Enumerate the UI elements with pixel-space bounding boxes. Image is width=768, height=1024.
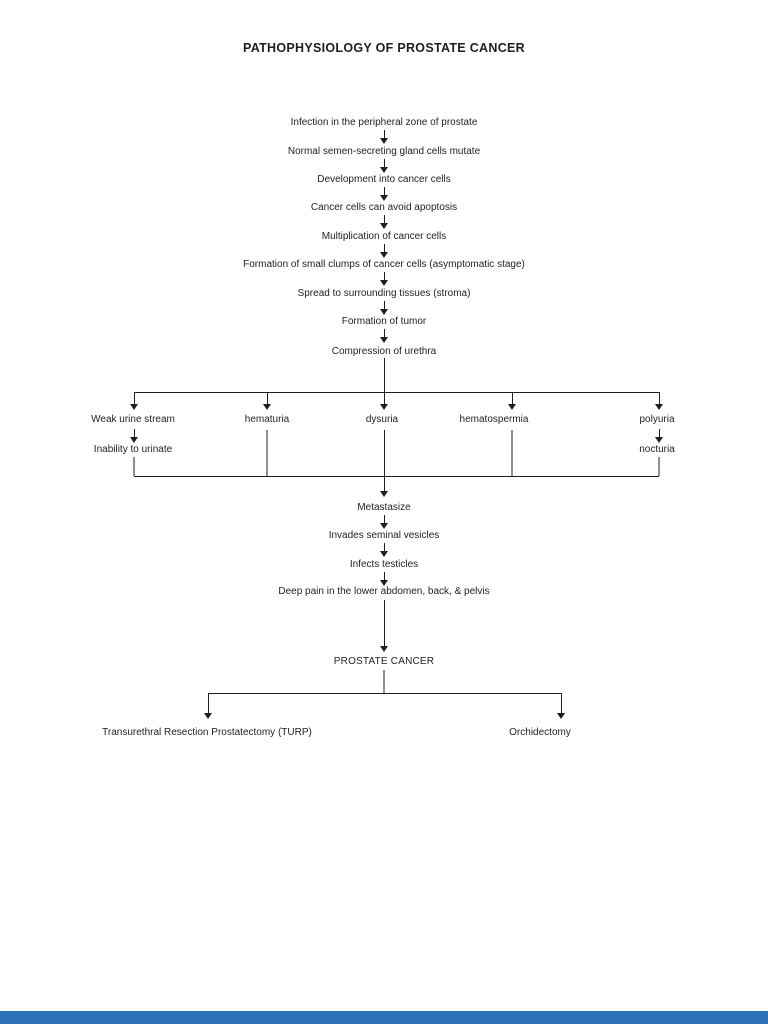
symptom-hematospermia: hematospermia — [459, 414, 529, 425]
flow-step-mutation: Normal semen-secreting gland cells mutat… — [287, 146, 481, 157]
treatment-turp: Transurethral Resection Prostatectomy (T… — [102, 727, 312, 738]
down-arrow — [380, 272, 388, 286]
flow-step-testicles: Infects testicles — [349, 559, 419, 570]
down-arrow — [380, 215, 388, 229]
symptom-polyuria: polyuria — [639, 414, 675, 425]
flow-step-tumor: Formation of tumor — [341, 316, 427, 327]
branch-bar-top — [134, 392, 659, 393]
down-arrow — [380, 301, 388, 315]
down-arrow — [655, 429, 663, 443]
page-title: PATHOPHYSIOLOGY OF PROSTATE CANCER — [243, 41, 525, 55]
flow-step-development: Development into cancer cells — [317, 174, 451, 185]
down-arrow — [380, 543, 388, 557]
treatment-orchidectomy: Orchidectomy — [509, 727, 571, 738]
horizontal-scrollbar[interactable] — [0, 1011, 768, 1024]
down-arrow — [557, 693, 565, 719]
down-arrow — [380, 187, 388, 201]
down-arrow — [130, 429, 138, 443]
down-arrow — [204, 693, 212, 719]
down-arrow — [380, 515, 388, 529]
connector-line — [383, 670, 385, 693]
flow-step-seminal-vesicles: Invades seminal vesicles — [328, 530, 440, 541]
connector-line — [133, 457, 135, 476]
flow-step-apoptosis: Cancer cells can avoid apoptosis — [310, 202, 458, 213]
symptom-hematuria: hematuria — [244, 414, 290, 425]
flow-step-metastasize: Metastasize — [357, 502, 411, 513]
treatment-branch-bar — [208, 693, 561, 694]
symptom-dysuria: dysuria — [365, 414, 399, 425]
diagnosis-label: PROSTATE CANCER — [333, 656, 435, 667]
flow-step-infection: Infection in the peripheral zone of pros… — [290, 117, 478, 128]
symptom-nocturia: nocturia — [639, 444, 675, 455]
down-arrow — [380, 572, 388, 586]
down-arrow — [508, 392, 516, 410]
down-arrow — [380, 329, 388, 343]
down-arrow — [655, 392, 663, 410]
down-arrow — [130, 392, 138, 410]
connector-line — [658, 457, 660, 476]
flow-step-clumps: Formation of small clumps of cancer cell… — [243, 259, 525, 270]
down-arrow — [380, 244, 388, 258]
down-arrow — [380, 130, 388, 144]
down-arrow — [380, 600, 388, 652]
branch-bar-bottom — [134, 476, 659, 477]
connector-line — [266, 430, 268, 476]
down-arrow — [263, 392, 271, 410]
flow-step-multiplication: Multiplication of cancer cells — [321, 231, 447, 242]
flow-step-spread: Spread to surrounding tissues (stroma) — [297, 288, 471, 299]
symptom-inability-to-urinate: Inability to urinate — [93, 444, 173, 455]
connector-line — [511, 430, 513, 476]
flow-step-deep-pain: Deep pain in the lower abdomen, back, & … — [278, 586, 490, 597]
down-arrow — [380, 358, 388, 410]
down-arrow — [380, 159, 388, 173]
symptom-weak-urine-stream: Weak urine stream — [91, 414, 175, 425]
flow-step-compression: Compression of urethra — [331, 346, 437, 357]
down-arrow — [380, 430, 388, 497]
